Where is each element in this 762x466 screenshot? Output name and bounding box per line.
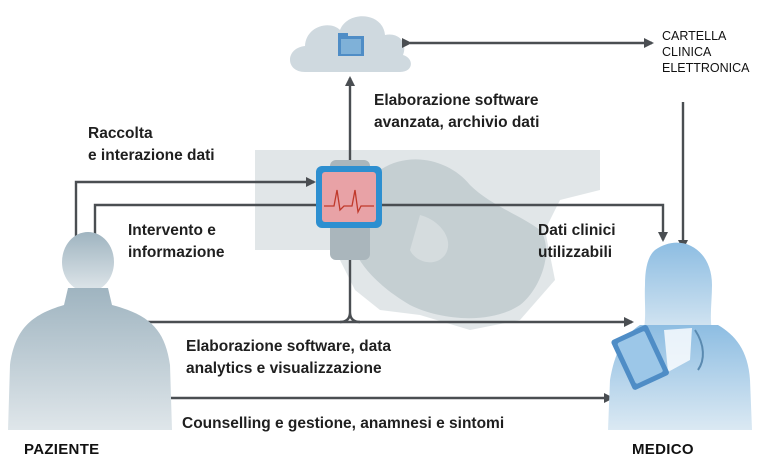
folder-icon <box>338 33 364 56</box>
cloud-processing-label: Elaborazione software avanzata, archivio… <box>374 90 539 134</box>
analytics-line-2: analytics e visualizzazione <box>186 360 382 377</box>
ecg-trace <box>324 189 374 215</box>
collection-line-1: Raccolta <box>88 125 153 142</box>
intervention-line-1: Intervento e <box>128 222 216 239</box>
doctor-figure <box>608 242 752 430</box>
doctor-label: MEDICO <box>632 441 694 458</box>
analytics-label: Elaborazione software, data analytics e … <box>186 336 391 380</box>
counselling-label: Counselling e gestione, anamnesi e sinto… <box>182 415 505 432</box>
ehr-label-line-3: ELETTRONICA <box>662 61 750 75</box>
clinical-data-line-1: Dati clinici <box>538 222 616 239</box>
patient-label: PAZIENTE <box>24 441 100 458</box>
clinical-data-line-2: utilizzabili <box>538 244 613 261</box>
device-branch <box>339 258 361 324</box>
intervention-label: Intervento e informazione <box>128 220 224 264</box>
ehr-label-line-2: CLINICA <box>662 45 712 59</box>
tablet-icon <box>611 325 669 390</box>
collection-line-2: e interazione dati <box>88 147 215 164</box>
intervention-arrow <box>90 203 322 246</box>
cloud-processing-line-1: Elaborazione software <box>374 92 539 109</box>
intervention-line-2: informazione <box>128 244 225 261</box>
wearable-device <box>316 160 382 260</box>
collection-arrow <box>74 177 316 240</box>
ehr-label-line-1: CARTELLA <box>662 29 727 43</box>
ehr-label: CARTELLA CLINICA ELETTRONICA <box>662 28 750 76</box>
clinical-data-arrow <box>378 203 668 242</box>
flow-arrows <box>74 38 688 403</box>
analytics-line-1: Elaborazione software, data <box>186 338 391 355</box>
cloud-icon <box>290 16 411 73</box>
clinical-data-label: Dati clinici utilizzabili <box>538 220 616 264</box>
cloud-processing-line-2: avanzata, archivio dati <box>374 114 540 131</box>
collection-label: Raccolta e interazione dati <box>88 123 215 167</box>
patient-figure <box>8 232 172 430</box>
